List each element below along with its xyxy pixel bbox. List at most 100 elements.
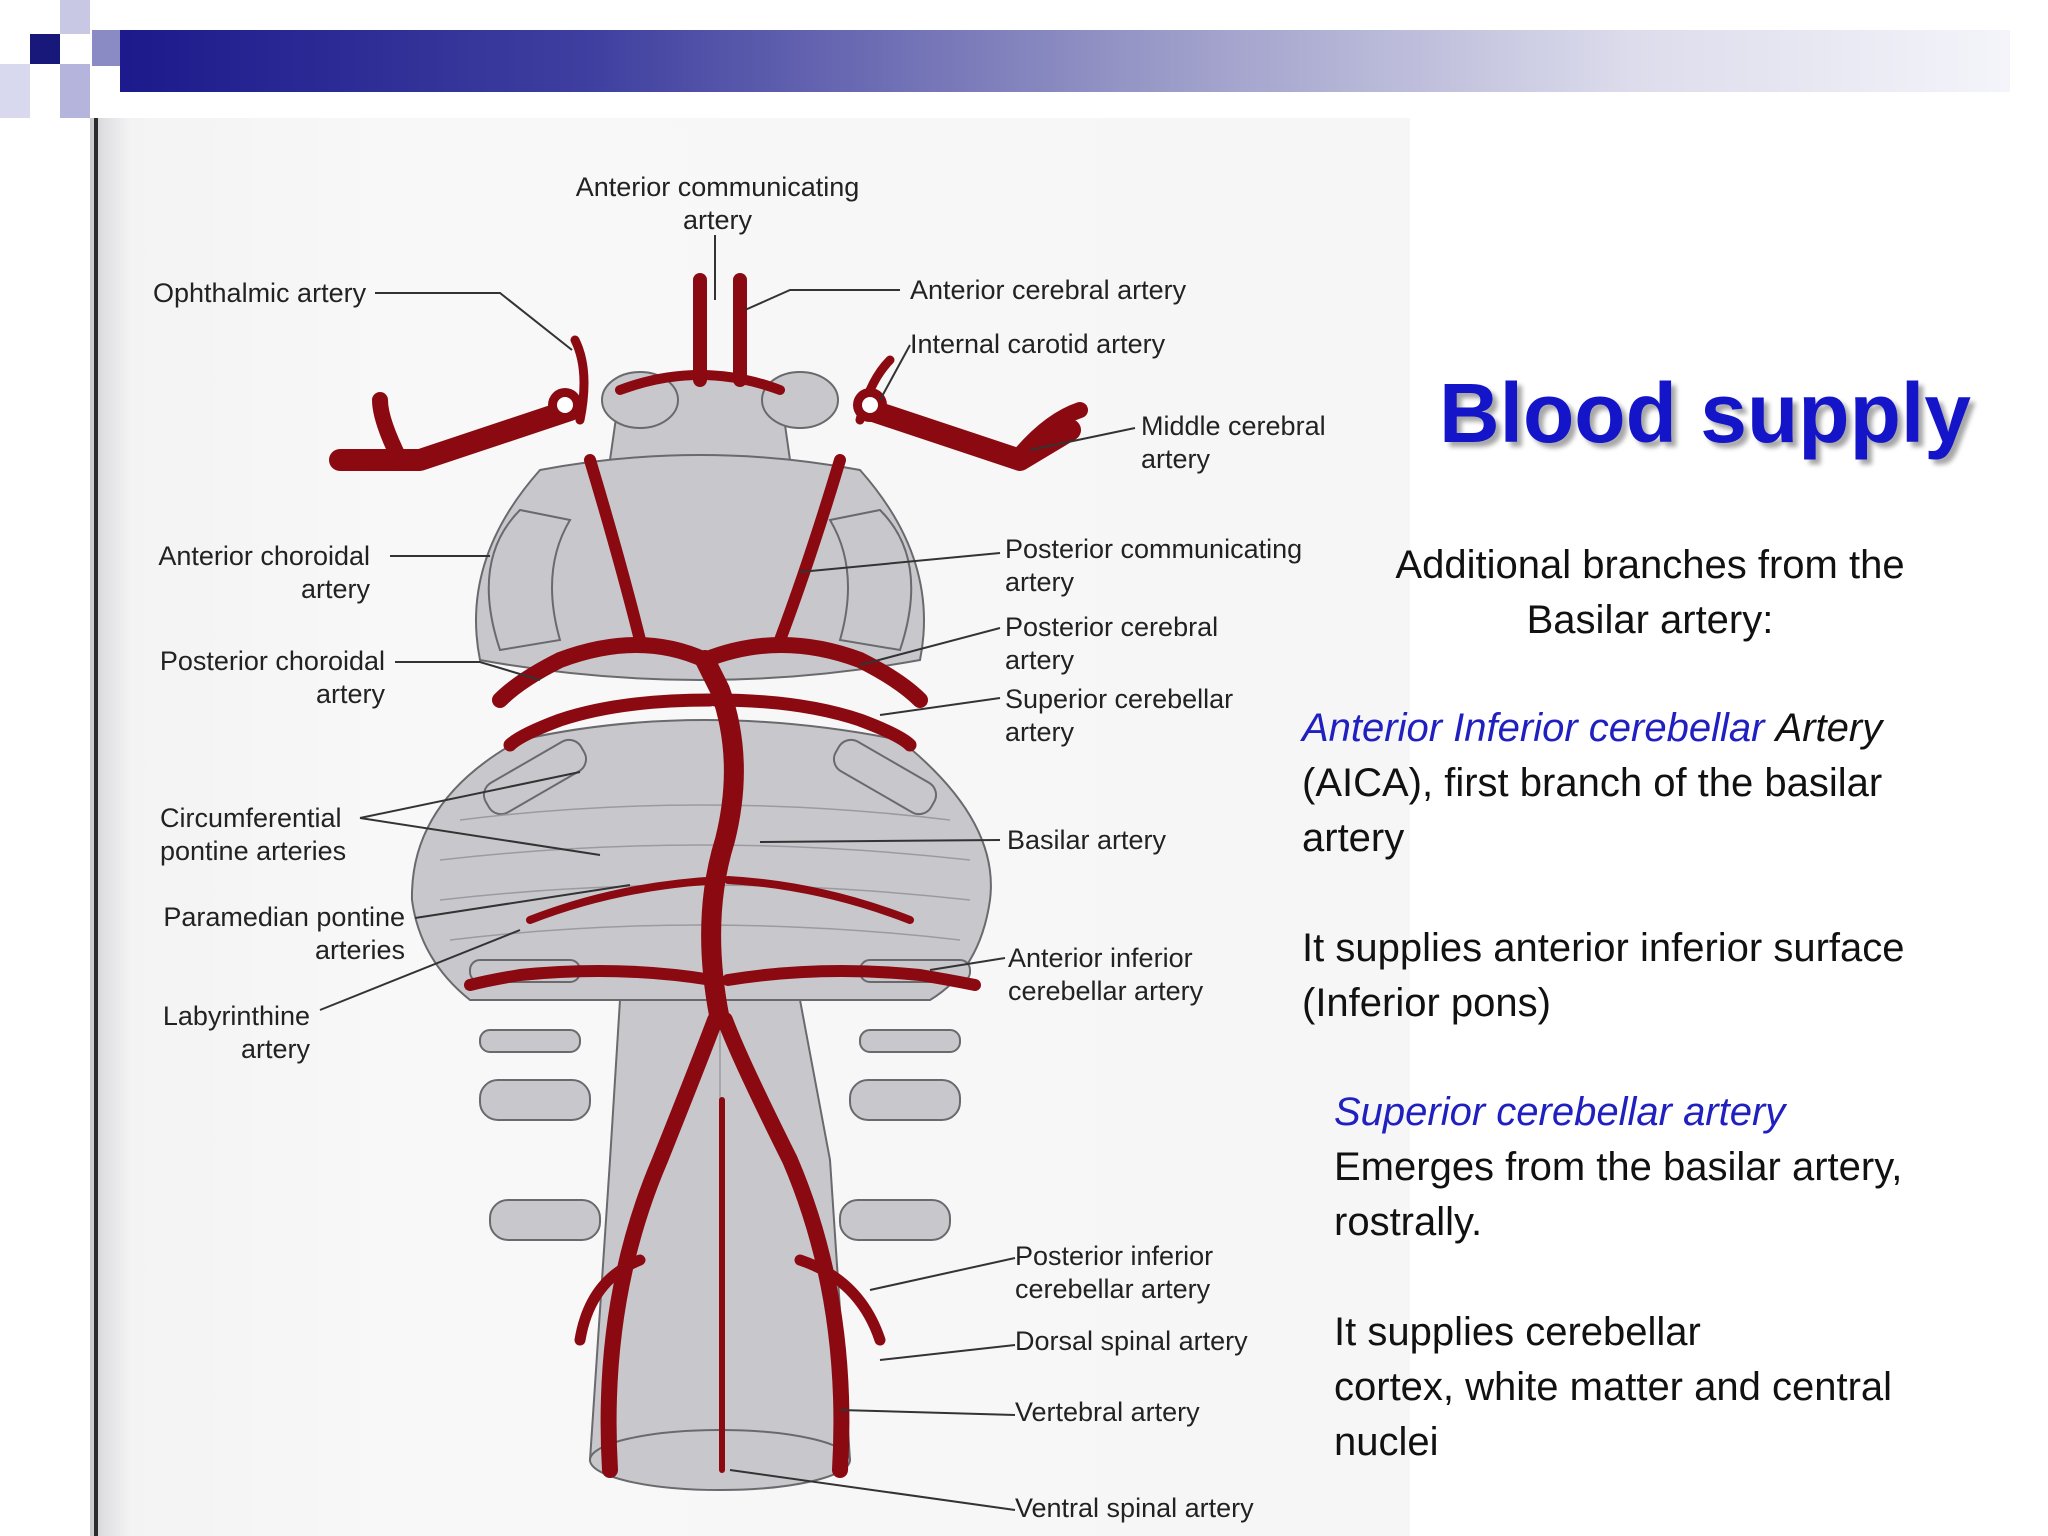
sca-supply-line-1: It supplies cerebellar	[1334, 1310, 1701, 1354]
midbrain	[475, 454, 925, 681]
sca-line-2: Emerges from the basilar artery,	[1334, 1145, 1903, 1189]
pontine-branch-2	[724, 876, 914, 924]
label-dorsal-spinal-artery: Dorsal spinal artery	[1015, 1326, 1248, 1356]
label-line: artery	[315, 679, 385, 709]
nerve-stump-l3	[479, 1079, 591, 1121]
aca-joint	[615, 370, 785, 395]
label-anterior-cerebral-artery: Anterior cerebral artery	[910, 275, 1187, 305]
basilar-artery	[695, 650, 744, 1030]
aica-line-1: Anterior Inferior cerebellar Artery	[1302, 701, 1882, 756]
trigeminal-right	[832, 738, 938, 816]
temporal-cut-right	[828, 508, 913, 652]
label-circumferential-pontine-arteries: Circumferential pontine arteries	[160, 802, 346, 868]
label-posterior-choroidal-artery: Posterior choroidal artery	[130, 645, 385, 711]
mca-right-branch	[1012, 402, 1088, 463]
label-line: artery	[1005, 645, 1075, 675]
label-posterior-inferior-cerebellar-artery: Posterior inferior cerebellar artery	[1015, 1240, 1213, 1306]
label-labyrinthine-artery: Labyrinthine artery	[130, 1000, 310, 1066]
pons	[410, 719, 992, 1001]
sca-supply-line-2: cortex, white matter and central	[1334, 1365, 1893, 1409]
label-line: artery	[1005, 717, 1075, 747]
label-ophthalmic-artery: Ophthalmic artery	[153, 278, 367, 308]
label-posterior-cerebral-artery: Posterior cerebral artery	[1005, 611, 1218, 677]
aica-line-3: artery	[1302, 816, 1405, 860]
pontine-branch-1	[526, 876, 726, 924]
sca-highlight: Superior cerebellar artery	[1334, 1090, 1786, 1134]
intro-line: Basilar artery:	[1526, 598, 1774, 642]
temporal-cut-left	[487, 508, 572, 652]
ica-cross-sections	[548, 388, 887, 422]
label-anterior-communicating-artery: Anterior communicating artery	[555, 171, 880, 237]
aica-supply-paragraph: It supplies anterior inferior surface (I…	[1302, 921, 1905, 1031]
label-middle-cerebral-artery: Middle cerebral artery	[1141, 410, 1326, 476]
nerve-stump-r3	[849, 1079, 961, 1121]
slide-title: Blood supply	[1439, 366, 1971, 460]
label-line: artery	[300, 574, 370, 604]
vertebral-artery-left	[600, 1012, 723, 1478]
nerve-stump-r2	[859, 1029, 961, 1053]
optic-nerve-right	[761, 371, 839, 429]
header-square-dark	[30, 34, 60, 64]
ophthalmic-left	[570, 335, 589, 425]
aica-highlight: Anterior Inferior cerebellar	[1302, 706, 1765, 750]
label-superior-cerebellar-artery: Superior cerebellar artery	[1005, 683, 1233, 749]
sca-right	[708, 693, 917, 752]
sca-supply-paragraph: It supplies cerebellar cortex, white mat…	[1334, 1305, 1892, 1470]
header-square-pale	[0, 64, 30, 118]
label-line: Anterior inferior	[1008, 943, 1193, 973]
label-line: Posterior inferior	[1015, 1241, 1214, 1271]
aica-artery-word: Artery	[1775, 706, 1883, 750]
pcomm-right	[774, 454, 846, 646]
label-paramedian-pontine-arteries: Paramedian pontine arteries	[130, 901, 405, 967]
sca-supply-line-3: nuclei	[1334, 1420, 1439, 1464]
pca-left	[492, 637, 713, 708]
label-line: arteries	[314, 935, 405, 965]
pcomm-left	[584, 454, 646, 646]
pica-left	[574, 1254, 646, 1346]
panel-edge	[94, 118, 98, 1536]
label-line: Posterior choroidal	[159, 646, 385, 676]
label-line: cerebellar artery	[1015, 1274, 1211, 1304]
nerve-stump-l4	[489, 1199, 601, 1241]
trigeminal-left	[482, 738, 588, 816]
header-square-pale2	[60, 64, 90, 118]
label-vertebral-artery: Vertebral artery	[1015, 1397, 1200, 1427]
label-line: Paramedian pontine	[163, 902, 405, 932]
pca-right	[697, 637, 928, 708]
leader-lines	[319, 235, 1136, 1511]
label-line: Superior cerebellar	[1005, 684, 1234, 714]
header-square-light	[60, 0, 90, 34]
sca-line-3: rostrally.	[1334, 1200, 1483, 1244]
sca-left	[503, 693, 717, 752]
label-anterior-inferior-cerebellar-artery: Anterior inferior cerebellar artery	[1008, 942, 1203, 1008]
aica-right	[722, 965, 981, 991]
label-line: artery	[1005, 567, 1075, 597]
aica-supply-line-2: (Inferior pons)	[1302, 981, 1551, 1025]
label-line: Middle cerebral	[1141, 411, 1326, 441]
nerve-stump-r4	[839, 1199, 951, 1241]
label-line: artery	[1141, 444, 1211, 474]
label-line: artery	[240, 1034, 310, 1064]
label-line: Labyrinthine	[162, 1001, 310, 1031]
aica-paragraph: Anterior Inferior cerebellar Artery (AIC…	[1302, 701, 1882, 866]
label-ventral-spinal-artery: Ventral spinal artery	[1015, 1493, 1254, 1523]
label-basilar-artery: Basilar artery	[1007, 825, 1167, 855]
intro-line: Additional branches from the	[1395, 543, 1905, 587]
label-line: Circumferential	[160, 803, 342, 833]
label-line: artery	[682, 205, 753, 235]
intro-text: Additional branches from the Basilar art…	[1330, 538, 1970, 648]
vertebral-artery-right	[717, 1012, 850, 1478]
label-line: cerebellar artery	[1008, 976, 1204, 1006]
label-line: Anterior choroidal	[158, 541, 370, 571]
label-posterior-communicating-artery: Posterior communicating artery	[1005, 533, 1302, 599]
header-gradient-bar	[120, 30, 2010, 92]
aica-supply-line-1: It supplies anterior inferior surface	[1302, 926, 1905, 970]
label-internal-carotid-artery: Internal carotid artery	[910, 329, 1166, 359]
mca-left-branch	[372, 392, 408, 468]
label-line: pontine arteries	[160, 836, 347, 866]
pica-right	[794, 1254, 886, 1346]
aica-left	[464, 965, 718, 991]
label-anterior-choroidal-artery: Anterior choroidal artery	[130, 540, 370, 606]
label-line: Anterior communicating	[575, 172, 860, 202]
